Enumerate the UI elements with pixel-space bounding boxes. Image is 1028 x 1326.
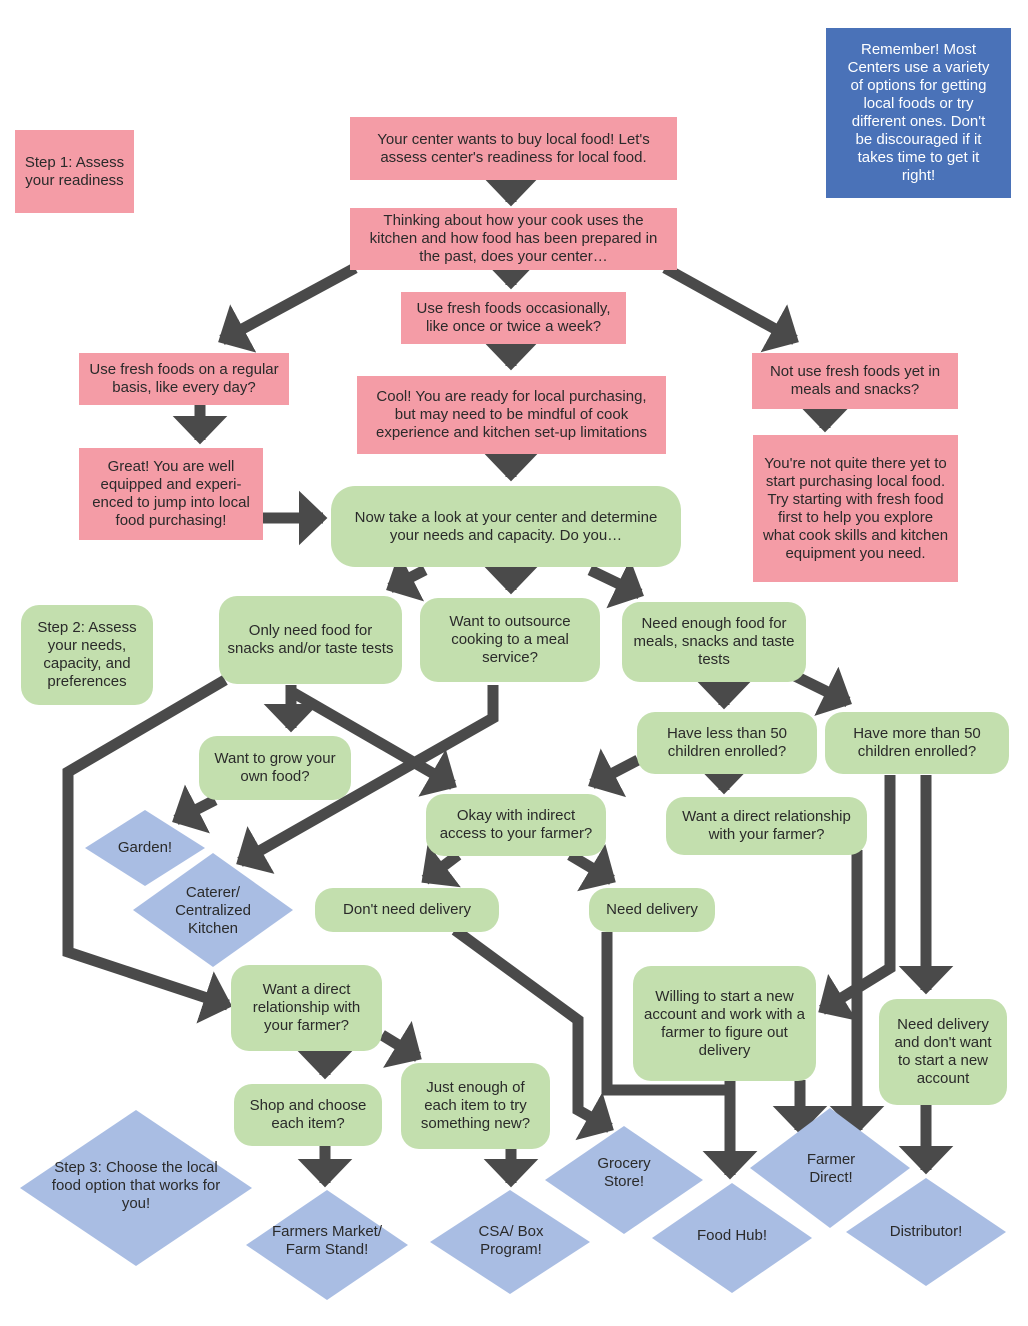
step3-diamond	[20, 1110, 252, 1266]
arrow-dontneed-to-grocery	[451, 925, 614, 1141]
direct-farmer-box: Want a direct relationship with your far…	[666, 797, 867, 855]
snacks-box: Only need food for snacks and/or taste t…	[219, 596, 402, 684]
more50-box: Have more than 50 children enrolled?	[825, 712, 1009, 774]
step2-label: Step 2: Assess your needs, capacity, and…	[21, 605, 153, 705]
arrow-indirect-to-dontneed	[421, 843, 462, 888]
less50-box: Have less than 50 children enrolled?	[637, 712, 817, 774]
remember-note: Remember! Most Centers use a variety of …	[826, 28, 1011, 198]
need-delivery-no-account-box: Need delivery and don't want to start a …	[879, 999, 1007, 1105]
arrow-snacks-to-directleft	[62, 675, 233, 1024]
grow-box: Want to grow your own food?	[199, 736, 351, 800]
distributor-diamond	[846, 1178, 1006, 1286]
now-box: Now take a look at your center and deter…	[331, 486, 681, 567]
arrow-now-to-snacks	[386, 552, 428, 602]
arrow-thinking-to-notyet	[662, 263, 799, 353]
great-box: Great! You are well equipped and experi-…	[79, 448, 263, 540]
garden-diamond	[85, 810, 205, 886]
just-enough-box: Just enough of each item to try somethin…	[401, 1063, 550, 1149]
shop-box: Shop and choose each item?	[234, 1084, 382, 1146]
direct-left-box: Want a direct relationship with your far…	[231, 965, 382, 1051]
outsource-box: Want to outsource cooking to a meal serv…	[420, 598, 600, 682]
arrow-meals-to-more50	[792, 666, 852, 717]
need-delivery-box: Need delivery	[589, 888, 715, 932]
arrow-grow-to-garden	[172, 784, 218, 834]
step1-label: Step 1: Assess your readiness	[15, 130, 134, 213]
distributor-label: Distributor!	[889, 1223, 963, 1240]
arrow-snacks-to-indirect	[289, 687, 457, 797]
farmer-direct-label: Farmer Direct!	[806, 1151, 856, 1186]
regular-box: Use fresh foods on a regular basis, like…	[79, 353, 289, 405]
farmer-direct-diamond	[750, 1108, 910, 1228]
meals-box: Need enough food for meals, snacks and t…	[622, 602, 806, 682]
caterer-diamond	[133, 853, 293, 967]
grocery-label: Grocery Store!	[597, 1155, 651, 1190]
not-yet-box: Not use fresh foods yet in meals and sna…	[752, 353, 958, 409]
farmers-market-diamond	[246, 1190, 408, 1300]
indirect-box: Okay with indirect access to your farmer…	[426, 794, 606, 856]
caterer-label: Caterer/ Centralized Kitchen	[175, 884, 251, 937]
outcome-diamonds	[20, 810, 1006, 1300]
arrows	[62, 177, 954, 1188]
occasional-box: Use fresh foods occasionally, like once …	[401, 292, 626, 344]
arrow-directleft-to-justenough	[379, 1020, 422, 1068]
thinking-box: Thinking about how your cook uses the ki…	[350, 208, 677, 270]
food-hub-diamond	[652, 1183, 812, 1293]
start-box: Your center wants to buy local food! Let…	[350, 117, 677, 180]
garden-label: Garden!	[117, 839, 173, 856]
arrow-thinking-to-regular	[218, 263, 358, 353]
step3-label: Step 3: Choose the local food option tha…	[51, 1159, 221, 1212]
willing-box: Willing to start a new account and work …	[633, 966, 816, 1081]
farmers-market-label: Farmers Market/ Farm Stand!	[272, 1223, 383, 1258]
arrow-outsource-to-caterer	[236, 685, 499, 874]
grocery-diamond	[545, 1126, 703, 1234]
food-hub-label: Food Hub!	[696, 1227, 768, 1244]
csa-label: CSA/ Box Program!	[478, 1223, 544, 1258]
arrow-more50-to-willing	[818, 775, 896, 1021]
dont-need-delivery-box: Don't need delivery	[315, 888, 499, 932]
arrow-indirect-to-need	[567, 843, 616, 892]
arrow-less50-to-indirect	[588, 748, 641, 798]
csa-diamond	[430, 1190, 590, 1294]
not-quite-box: You're not quite there yet to start purc…	[753, 435, 958, 582]
arrow-now-to-meals	[587, 558, 644, 609]
cool-box: Cool! You are ready for local purchasing…	[357, 376, 666, 454]
